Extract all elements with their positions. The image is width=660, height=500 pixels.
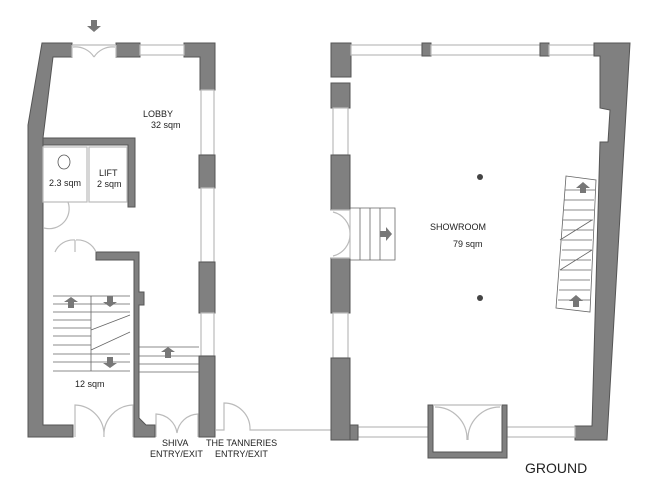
top-window: [139, 44, 185, 56]
arrow-right-icon: [380, 227, 392, 241]
top-window: [350, 44, 423, 56]
balcony: [349, 424, 359, 441]
left-wall-segment: [330, 357, 351, 441]
room-name-lobby: LOBBY: [143, 109, 173, 119]
top-wall-segment: [115, 42, 141, 58]
left-window: [332, 312, 349, 359]
bottom-window: [357, 426, 429, 438]
arrow-up-icon: [576, 182, 590, 193]
left-building: LOBBY 32 sqm 2.3 sqm LIFT 2 sqm 12 sqm S…: [27, 20, 331, 459]
tanneries-entrance-label: THE TANNERIES: [206, 438, 277, 448]
left-window: [332, 107, 349, 156]
showroom-staircase: [555, 175, 597, 313]
stair-exit-doors: [74, 404, 134, 438]
wc-room: [42, 146, 88, 203]
bottom-window: [506, 426, 576, 438]
room-area-lobby: 32 sqm: [151, 120, 181, 130]
right-wall-segment: [198, 355, 216, 438]
right-wall-segment: [198, 261, 216, 314]
room-area-lift: 2 sqm: [97, 179, 122, 189]
tanneries-door: [216, 402, 331, 431]
right-wall-segment: [198, 154, 216, 189]
pier: [539, 42, 550, 57]
main-entrance-door: [71, 44, 117, 58]
shiva-entrance-label: SHIVA: [162, 438, 188, 448]
room-area-wc: 2.3 sqm: [49, 178, 81, 188]
right-wall: [574, 42, 631, 441]
arrow-up-icon: [161, 347, 175, 358]
left-wall-segment: [330, 82, 351, 109]
entry-steps: [350, 207, 396, 261]
column-icon: [477, 295, 483, 301]
side-door: [331, 209, 351, 259]
lift-shaft: [88, 146, 128, 203]
entry-arrow-icon: [87, 20, 101, 32]
balcony-door: [433, 404, 502, 441]
pier: [421, 42, 432, 57]
stair-wall: [95, 251, 156, 438]
room-area-stair: 12 sqm: [75, 379, 105, 389]
shiva-entrance-sublabel: ENTRY/EXIT: [150, 449, 203, 459]
entry-ramp: [139, 346, 199, 373]
tanneries-entrance-sublabel: ENTRY/EXIT: [215, 449, 268, 459]
wc-lift-wall: [42, 137, 136, 208]
wc-door-swing: [43, 201, 70, 230]
arrow-up-icon: [64, 297, 78, 308]
arrow-up-icon: [569, 295, 583, 307]
right-window-3: [200, 312, 215, 357]
staircase: [53, 295, 131, 372]
shiva-door: [155, 413, 199, 437]
column-icon: [477, 174, 483, 180]
level-label: GROUND: [525, 460, 587, 476]
room-area-showroom: 79 sqm: [453, 239, 483, 249]
top-window: [548, 44, 595, 56]
room-name-lift: LIFT: [99, 168, 118, 178]
right-window-1: [200, 89, 215, 156]
left-wall: [27, 42, 74, 438]
top-window: [430, 44, 541, 56]
right-building: SHOWROOM 79 sqm: [330, 42, 631, 459]
toilet-icon: [57, 154, 71, 170]
right-window-2: [200, 187, 215, 263]
stair-double-door: [54, 239, 97, 253]
left-wall-segment: [330, 257, 351, 314]
top-right-corner-wall: [183, 42, 216, 91]
arrow-down-icon: [103, 296, 117, 307]
bay-balcony: [427, 404, 508, 459]
showroom-top-left-wall: [330, 42, 352, 78]
room-name-showroom: SHOWROOM: [430, 222, 486, 232]
arrow-down-icon: [103, 357, 117, 368]
